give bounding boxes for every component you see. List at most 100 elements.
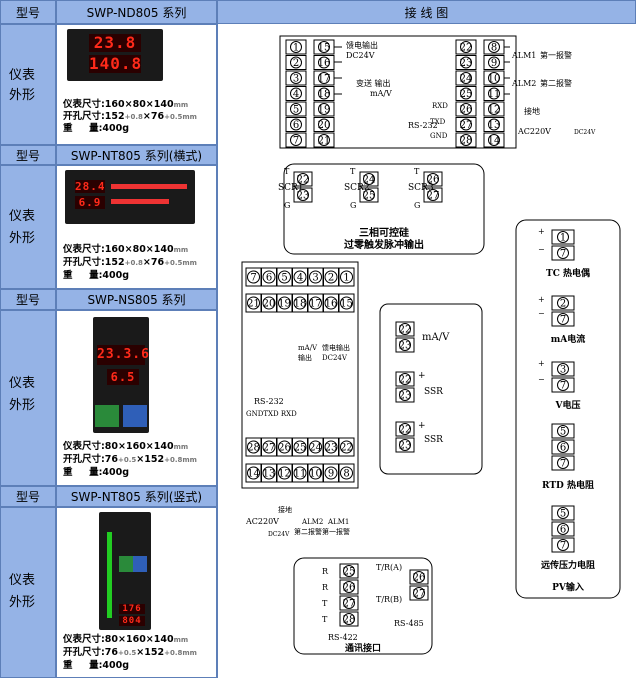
terminal-21: 21	[313, 132, 335, 148]
side-label-1: 仪表 外形	[0, 24, 56, 145]
scr-title-1: 三相可控硅	[359, 226, 409, 239]
svg-text:7: 7	[293, 136, 299, 147]
svg-text:12: 12	[488, 105, 501, 116]
terminal-27: 27	[423, 187, 443, 203]
terminal-3: 3	[551, 361, 575, 377]
side-label-text: 外形	[9, 398, 36, 413]
terminal-24: 24	[455, 70, 477, 86]
svg-text:27: 27	[263, 443, 276, 454]
header-wiring: 接 线 图	[217, 0, 636, 24]
spec-weight: 重 量:400g	[63, 123, 129, 134]
spec-weight: 重 量:400g	[63, 660, 129, 671]
gnd-label: GND	[430, 132, 448, 140]
model-name: SWP-NT805 系列(竖式)	[70, 490, 203, 504]
terminal-28: 28	[455, 132, 477, 148]
terminal-22: 22	[395, 371, 415, 387]
terminal-1: 1	[551, 229, 575, 245]
svg-text:8: 8	[491, 43, 497, 54]
minus-sign: −	[538, 375, 545, 384]
key-green	[119, 556, 133, 572]
terminal-13: 13	[483, 117, 505, 132]
side-label-text: 仪表	[9, 68, 36, 83]
terminal-27: 27	[455, 117, 477, 132]
terminal-26: 26	[409, 569, 429, 585]
svg-text:27: 27	[413, 589, 426, 600]
terminal-5: 5	[551, 423, 575, 439]
plus-sign: +	[538, 227, 545, 236]
plus-sign: +	[538, 295, 545, 304]
row-header-4-name: SWP-NT805 系列(竖式)	[56, 486, 217, 507]
bargraph	[107, 532, 112, 618]
scr-name-label: SCR3	[408, 183, 434, 193]
svg-text:6: 6	[266, 273, 272, 284]
key-green	[95, 405, 119, 427]
terminal-15: 15	[338, 293, 355, 313]
svg-text:22: 22	[297, 175, 310, 186]
svg-text:27: 27	[460, 120, 473, 131]
terminal-6: 6	[261, 267, 277, 287]
svg-text:20: 20	[263, 299, 276, 310]
terminal-8: 8	[483, 39, 505, 55]
svg-text:16: 16	[325, 299, 338, 310]
rtd-label: RTD 热电阻	[542, 479, 594, 491]
terminal-2: 2	[551, 295, 575, 311]
svg-text:15: 15	[340, 299, 353, 310]
plus-sign: +	[538, 359, 545, 368]
spec-cut: 开孔尺寸:76+0.5×152+0.8mm	[63, 647, 197, 658]
svg-text:27: 27	[343, 599, 356, 610]
terminal-26: 26	[276, 437, 293, 457]
terminal-7: 7	[551, 311, 575, 327]
transmit-output-label: 变送 输出	[356, 78, 391, 88]
tc-label: TC 热电偶	[546, 267, 590, 279]
spec-cut: 开孔尺寸:76+0.5×152+0.8mm	[63, 454, 197, 465]
svg-text:1: 1	[293, 43, 299, 54]
scr-t-label: T	[284, 167, 290, 176]
svg-text:25: 25	[343, 567, 356, 578]
terminal-23: 23	[293, 187, 313, 203]
svg-text:23: 23	[399, 391, 412, 402]
terminal-26: 26	[455, 101, 477, 117]
svg-text:3: 3	[560, 365, 566, 376]
svg-text:5: 5	[560, 427, 566, 438]
terminal-9: 9	[483, 55, 505, 70]
svg-text:22: 22	[340, 443, 353, 454]
header-model-name: SWP-ND805 系列	[56, 0, 217, 24]
rs485-label: RS-485	[394, 619, 424, 628]
display-top: 176	[119, 604, 145, 614]
svg-text:15: 15	[318, 43, 331, 54]
terminal-22: 22	[455, 39, 477, 55]
terminal-22: 22	[338, 437, 355, 457]
rxd-label: RXD	[432, 102, 448, 110]
svg-text:22: 22	[399, 375, 412, 386]
svg-text:28: 28	[247, 443, 260, 454]
svg-text:26: 26	[460, 105, 473, 116]
v-voltage-label: V电压	[555, 399, 581, 411]
row-header-2-name: SWP-NT805 系列(横式)	[56, 145, 217, 165]
svg-text:18: 18	[318, 89, 331, 100]
terminal-1: 1	[338, 267, 355, 287]
terminal-18: 18	[313, 86, 335, 101]
device-cell-1: 23.8 140.8 仪表尺寸:160×80×140mm 开孔尺寸:152+0.…	[56, 24, 217, 145]
model-name: SWP-NS805 系列	[87, 293, 186, 307]
svg-text:5: 5	[560, 509, 566, 520]
display-bottom: 6.9	[75, 196, 105, 209]
svg-text:4: 4	[293, 89, 299, 100]
terminal-22: 22	[395, 421, 415, 437]
plus-sign: +	[418, 421, 426, 431]
terminal-25: 25	[359, 187, 379, 203]
svg-text:7: 7	[560, 541, 566, 552]
svg-text:24: 24	[309, 443, 322, 454]
svg-text:7: 7	[560, 459, 566, 470]
svg-text:4: 4	[297, 273, 303, 284]
ac220v-label: AC220V	[517, 127, 551, 136]
svg-text:23: 23	[297, 191, 310, 202]
ma-current-label: mA电流	[551, 333, 586, 345]
svg-text:5: 5	[293, 105, 299, 116]
scr-g-label: G	[350, 201, 356, 210]
terminal-1: 1	[285, 39, 307, 55]
svg-text:27: 27	[427, 191, 440, 202]
svg-text:21: 21	[318, 136, 331, 147]
svg-text:7: 7	[250, 273, 256, 284]
terminal-18: 18	[292, 293, 308, 313]
terminal-26: 26	[423, 171, 443, 187]
